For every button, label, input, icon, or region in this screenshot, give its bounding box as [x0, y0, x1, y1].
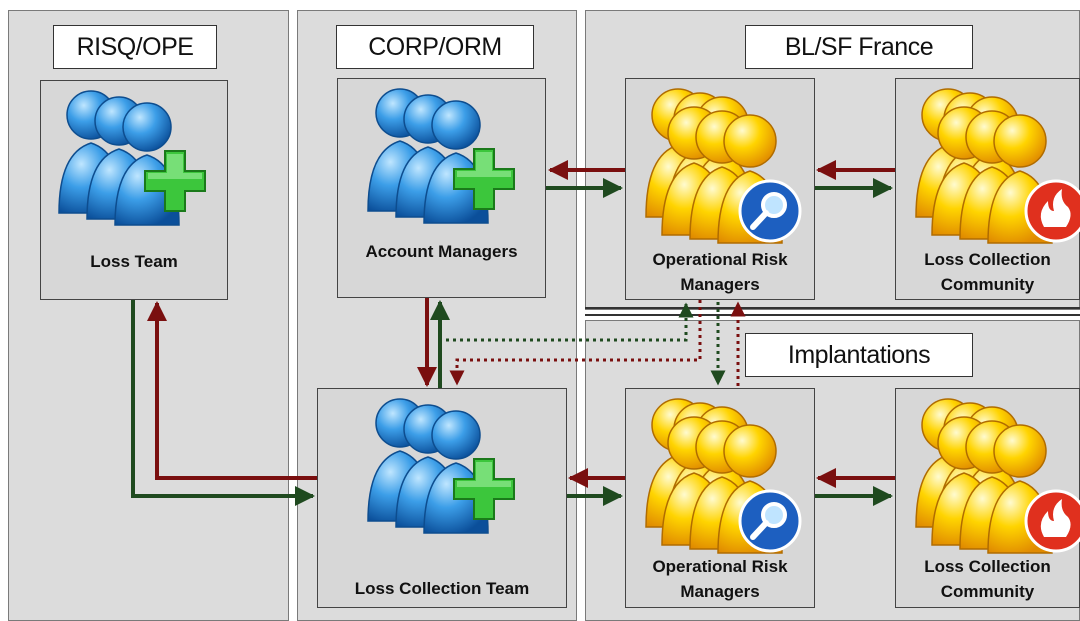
title-implantations: Implantations [745, 333, 973, 377]
node-label: Operational Risk Managers [652, 250, 788, 294]
panel-separator-bottom [585, 314, 1080, 316]
node-label: Loss Collection Community [924, 250, 1051, 294]
node-operational-risk-managers-implantations: Operational Risk Managers [625, 388, 815, 608]
node-loss-team: Loss Team [40, 80, 228, 300]
node-label: Loss Team [90, 252, 178, 271]
node-label: Loss Collection Community [924, 557, 1051, 601]
node-label: Loss Collection Team [354, 579, 530, 598]
blue-user-group-add-icon [358, 79, 515, 224]
yellow-user-group-fire-icon [908, 389, 1080, 549]
node-loss-collection-community-implantations: Loss Collection Community [895, 388, 1080, 608]
panel-separator-top [585, 307, 1080, 309]
node-account-managers: Account Managers [337, 78, 546, 298]
node-label: Account Managers [365, 242, 518, 261]
blue-user-group-add-icon [49, 81, 206, 226]
yellow-user-group-search-icon [638, 79, 808, 239]
yellow-user-group-fire-icon [908, 79, 1080, 239]
node-loss-collection-community-france: Loss Collection Community [895, 78, 1080, 300]
node-label: Operational Risk Managers [652, 557, 788, 601]
blue-user-group-add-icon [358, 389, 515, 534]
title-blsf-france: BL/SF France [745, 25, 973, 69]
yellow-user-group-search-icon [638, 389, 808, 549]
title-risq-ope: RISQ/OPE [53, 25, 217, 69]
title-corp-orm: CORP/ORM [336, 25, 534, 69]
node-operational-risk-managers-france: Operational Risk Managers [625, 78, 815, 300]
node-loss-collection-team: Loss Collection Team [317, 388, 567, 608]
